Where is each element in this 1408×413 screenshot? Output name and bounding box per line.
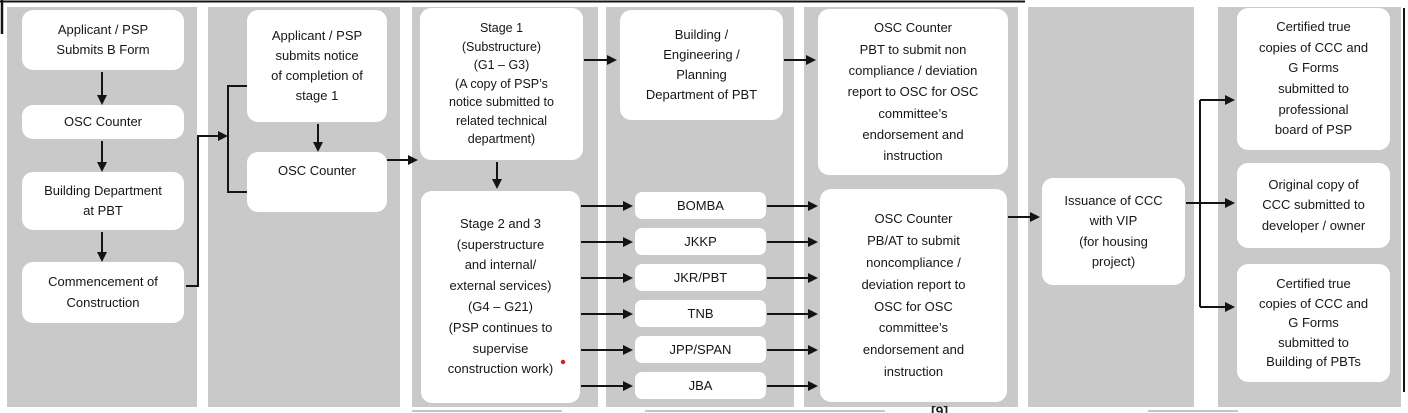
caption-cutoff-artifact	[412, 410, 562, 412]
node-stage-1-substructure: Stage 1 (Substructure) (G1 – G3) (A copy…	[420, 8, 583, 160]
node-commencement-of-construction: Commencement of Construction	[22, 262, 184, 323]
node-agency-jpp-span: JPP/SPAN	[635, 336, 766, 363]
node-building-engineering-planning-dept: Building / Engineering / Planning Depart…	[620, 10, 783, 120]
node-original-copy-developer-owner: Original copy of CCC submitted to develo…	[1237, 163, 1390, 248]
node-certified-copies-psp-board: Certified true copies of CCC and G Forms…	[1237, 8, 1390, 150]
node-applicant-submits-b-form: Applicant / PSP Submits B Form	[22, 10, 184, 70]
node-agency-jkkp: JKKP	[635, 228, 766, 255]
node-agency-tnb: TNB	[635, 300, 766, 327]
node-certified-copies-building-pbt: Certified true copies of CCC and G Forms…	[1237, 264, 1390, 382]
node-agency-jba: JBA	[635, 372, 766, 399]
caption-citation-fragment: [9]	[931, 403, 949, 413]
node-osc-counter-1: OSC Counter	[22, 105, 184, 139]
node-osc-counter-2: OSC Counter	[247, 152, 387, 212]
caption-cutoff-artifact	[1148, 410, 1238, 412]
caption-cutoff-artifact	[645, 410, 885, 412]
node-osc-counter-pbt-report: OSC Counter PBT to submit non compliance…	[818, 9, 1008, 175]
node-stage-2-and-3: Stage 2 and 3 (superstructure and intern…	[421, 191, 580, 403]
node-agency-bomba: BOMBA	[635, 192, 766, 219]
node-notice-completion-stage1: Applicant / PSP submits notice of comple…	[247, 10, 387, 122]
node-issuance-of-ccc: Issuance of CCC with VIP (for housing pr…	[1042, 178, 1185, 285]
node-building-department-pbt: Building Department at PBT	[22, 172, 184, 230]
node-osc-counter-pbat-report: OSC Counter PB/AT to submit noncomplianc…	[820, 189, 1007, 402]
node-agency-jkr-pbt: JKR/PBT	[635, 264, 766, 291]
